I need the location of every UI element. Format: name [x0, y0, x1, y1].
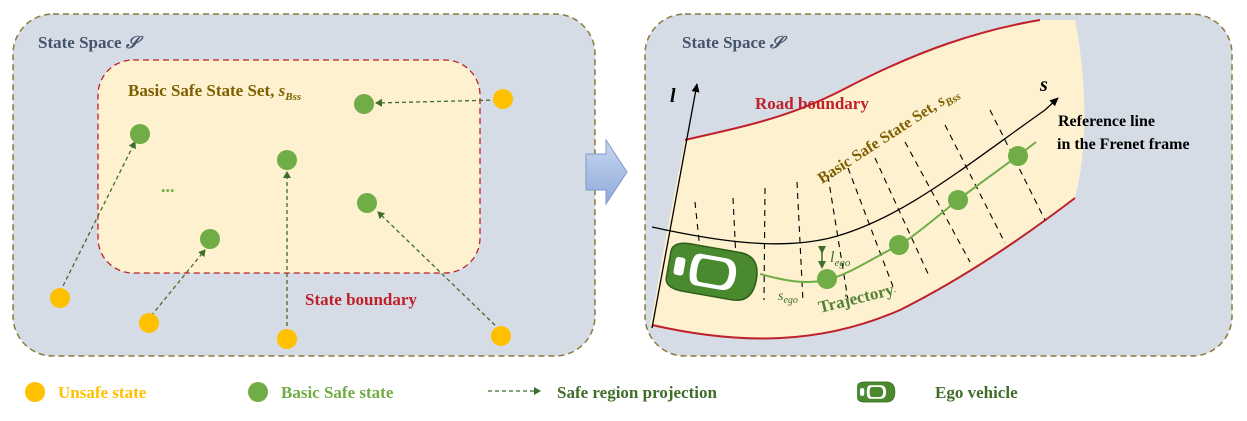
unsafe-state-dot [493, 89, 513, 109]
legend-safe-icon [248, 382, 268, 402]
legend-safe-label: Basic Safe state [281, 383, 394, 402]
trajectory-point [889, 235, 909, 255]
legend-ego-label: Ego vehicle [935, 383, 1018, 402]
unsafe-state-dot [139, 313, 159, 333]
safe-state-dot [354, 94, 374, 114]
road-boundary-label: Road boundary [755, 94, 869, 113]
road-boundary-top [684, 19, 1041, 141]
trajectory-point [1008, 146, 1028, 166]
transition-arrow [585, 138, 628, 206]
left-title: State Space 𝒮 [38, 33, 144, 52]
trajectory-point [817, 269, 837, 289]
safe-state-dot [130, 124, 150, 144]
s-ego-label: sego [778, 289, 798, 306]
trajectory-points [817, 146, 1028, 289]
trajectory-point [948, 190, 968, 210]
reference-line-label-2: in the Frenet frame [1057, 136, 1190, 153]
projection-arrow [150, 249, 206, 317]
legend-unsafe-icon [25, 382, 45, 402]
legend-unsafe-label: Unsafe state [58, 383, 147, 402]
s-axis-label: s [1039, 74, 1048, 96]
road-boundary-bottom [651, 197, 1076, 340]
safe-state-dot [277, 150, 297, 170]
unsafe-state-dot [277, 329, 297, 349]
safe-state-dot [200, 229, 220, 249]
legend-projection-label: Safe region projection [557, 383, 717, 402]
state-boundary-label: State boundary [305, 290, 417, 309]
safe-states [130, 94, 377, 249]
left-ellipsis: ... [161, 176, 175, 196]
legend: Unsafe state Basic Safe state Safe regio… [25, 381, 1018, 403]
projection-arrow [377, 211, 501, 331]
left-panel: State Space 𝒮 Basic Safe State Set, sBss… [12, 13, 596, 357]
projection-arrows [59, 98, 501, 333]
projection-arrow [375, 98, 498, 107]
right-title: State Space 𝒮 [682, 33, 788, 52]
reference-line-label-1: Reference line [1058, 113, 1155, 130]
l-ego-label: lego [830, 249, 851, 269]
road-area [650, 20, 1085, 339]
safe-state-dot [357, 193, 377, 213]
unsafe-states [50, 89, 513, 349]
l-axis [651, 83, 700, 329]
legend-ego-vehicle-icon [857, 381, 896, 403]
unsafe-state-dot [491, 326, 511, 346]
left-set-label: Basic Safe State Set, sBss [128, 81, 301, 103]
reference-line [651, 97, 1059, 245]
frenet-lateral-lines [694, 109, 1046, 303]
unsafe-state-dot [50, 288, 70, 308]
l-axis-label: l [670, 85, 676, 107]
right-panel: State Space 𝒮 Road boundary l s Referenc… [644, 13, 1233, 357]
